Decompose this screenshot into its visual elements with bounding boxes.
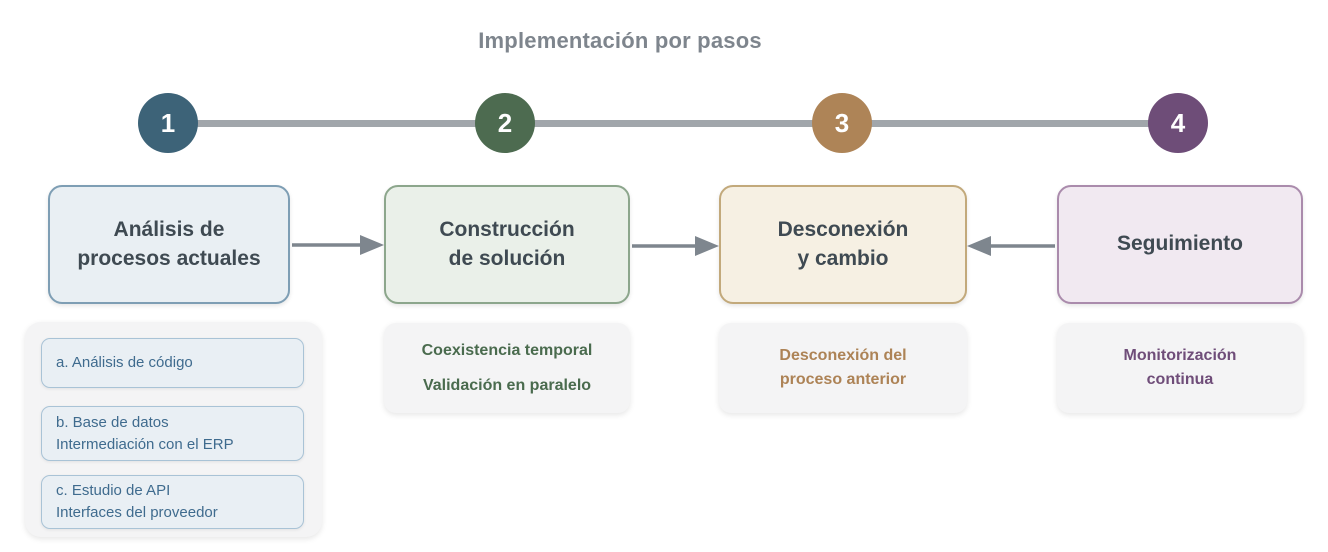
step2-detail-panel: Coexistencia temporal Validación en para… [384, 323, 630, 413]
step-number-1: 1 [160, 107, 176, 138]
arrow-step1-to-step2 [292, 235, 384, 255]
step3-note: Desconexión del proceso anterior [779, 347, 907, 388]
step-number-2: 2 [497, 107, 513, 138]
step-number-4: 4 [1170, 107, 1186, 138]
step-card-analisis: Análisis de procesos actuales [48, 185, 290, 304]
step1-detail-list: a. Análisis de código b. Base de datos I… [25, 322, 322, 537]
step-marker-1: 1 [138, 93, 198, 153]
step-marker-4: 4 [1148, 93, 1208, 153]
step4-note: Monitorización continua [1123, 347, 1237, 388]
step-card-construccion: Construcción de solución [384, 185, 630, 304]
arrow-step4-to-step3 [967, 236, 1055, 256]
step1-detail-item-a: a. Análisis de código [41, 338, 304, 388]
step-marker-2: 2 [475, 93, 535, 153]
step2-note-2: Validación en paralelo [422, 377, 592, 394]
step-marker-3: 3 [812, 93, 872, 153]
page-title: Implementación por pasos [478, 28, 762, 53]
step1-detail-item-b: b. Base de datos Intermediación con el E… [41, 406, 304, 461]
step2-note-1: Coexistencia temporal [421, 341, 593, 359]
timeline-line [168, 120, 1178, 127]
step3-detail-panel: Desconexión del proceso anterior [719, 323, 967, 413]
step4-detail-panel: Monitorización continua [1057, 323, 1303, 413]
arrow-step2-to-step3 [632, 236, 719, 256]
step1-detail-item-c: c. Estudio de API Interfaces del proveed… [41, 475, 304, 529]
step-card-seguimiento: Seguimiento [1057, 185, 1303, 304]
step-card-desconexion: Desconexión y cambio [719, 185, 967, 304]
step-number-3: 3 [834, 107, 850, 138]
